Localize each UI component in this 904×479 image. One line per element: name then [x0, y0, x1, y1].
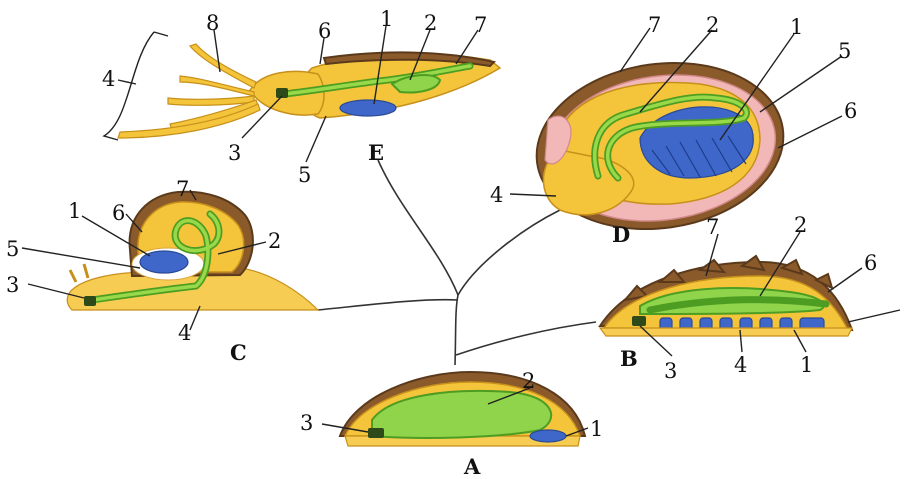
E-label-5: 5 — [298, 163, 311, 187]
D-leader-6 — [778, 116, 842, 148]
D-label-6: 6 — [844, 99, 857, 123]
B-leader-5 — [848, 310, 900, 322]
E-label-8: 8 — [206, 11, 219, 35]
C-tentacles — [70, 264, 88, 282]
E-leader-5 — [306, 116, 326, 162]
E-gill — [340, 100, 396, 116]
D-title: D — [612, 222, 630, 247]
A-mouth — [368, 428, 384, 438]
tree-branch-C — [318, 300, 458, 310]
C-leader-5 — [22, 248, 140, 268]
C-mouth — [84, 296, 96, 306]
A-gill — [530, 430, 566, 442]
D-label-5: 5 — [838, 39, 851, 63]
B-label-3: 3 — [664, 359, 677, 383]
D-label-2: 2 — [706, 13, 719, 37]
B-foot — [600, 328, 852, 336]
B-title: B — [620, 346, 638, 371]
E-label-7: 7 — [474, 13, 487, 37]
B-leader-6 — [828, 268, 862, 292]
D-label-1: 1 — [790, 15, 803, 39]
organism-B: 7 2 6 3 4 1 B — [600, 213, 900, 383]
C-label-4: 4 — [178, 321, 191, 345]
E-label-3: 3 — [228, 141, 241, 165]
E-label-6: 6 — [318, 19, 331, 43]
organism-D: 7 2 1 5 6 4 D — [490, 13, 857, 247]
D-label-7: 7 — [648, 13, 661, 37]
A-label-1: 1 — [590, 417, 603, 441]
B-label-4: 4 — [734, 353, 747, 377]
D-label-4: 4 — [490, 183, 503, 207]
E-label-4: 4 — [102, 67, 115, 91]
B-mouth — [632, 316, 646, 326]
organism-A: 3 2 1 A — [300, 369, 603, 479]
E-leader-4 — [118, 80, 136, 84]
organism-C: 1 6 7 2 5 3 4 C — [6, 177, 318, 365]
E-label-2: 2 — [424, 11, 437, 35]
B-label-6: 6 — [864, 251, 877, 275]
A-label-2: 2 — [522, 369, 535, 393]
C-title: C — [230, 340, 247, 365]
C-label-5: 5 — [6, 237, 19, 261]
E-label-1: 1 — [380, 7, 393, 31]
C-label-6: 6 — [112, 201, 125, 225]
tree-branch-E — [378, 160, 458, 295]
C-label-3: 3 — [6, 273, 19, 297]
B-label-1: 1 — [800, 353, 813, 377]
C-label-2: 2 — [268, 229, 281, 253]
tree-branch-B — [456, 322, 596, 355]
tree-branch-D — [458, 210, 560, 295]
E-title: E — [368, 140, 384, 165]
A-title: A — [463, 454, 481, 479]
A-label-3: 3 — [300, 411, 313, 435]
C-label-1: 1 — [68, 199, 81, 223]
B-label-2: 2 — [794, 213, 807, 237]
organism-E: 8 6 1 2 7 4 3 5 E — [102, 7, 500, 187]
C-label-7: 7 — [176, 177, 189, 201]
